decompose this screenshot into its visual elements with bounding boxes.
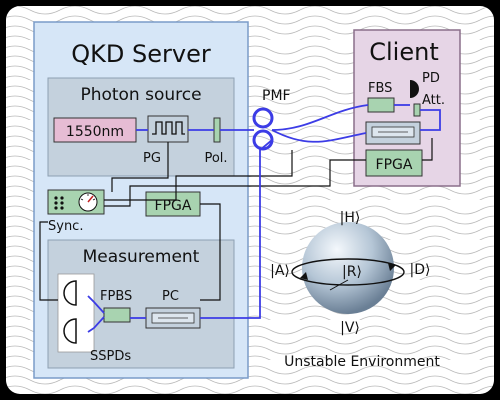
state-a-label: |A⟩ <box>270 263 290 279</box>
pulse-train-icon <box>152 121 185 135</box>
fiber-coil-icon <box>252 107 274 151</box>
electrical-wires <box>39 138 433 301</box>
pmf-label: PMF <box>262 88 291 104</box>
detector-icon <box>63 280 77 306</box>
client-title: Client <box>369 38 438 66</box>
photodiode-icon <box>410 80 419 98</box>
state-h-label: |H⟩ <box>340 210 361 226</box>
pd-label: PD <box>422 71 440 86</box>
laser-box <box>53 117 137 143</box>
fpbs-box <box>103 307 131 323</box>
measurement-title: Measurement <box>83 247 200 267</box>
attenuator-icon <box>413 103 421 117</box>
server-title: QKD Server <box>71 40 211 68</box>
att-label: Att. <box>422 93 445 108</box>
client-fpga-box <box>365 149 423 177</box>
fbs-label: FBS <box>368 81 392 96</box>
clock-dial-icon <box>78 192 98 212</box>
state-d-label: |D⟩ <box>410 262 431 278</box>
client-fpga-label: FPGA <box>376 157 413 173</box>
fpbs-label: FPBS <box>100 289 132 304</box>
state-v-label: |V⟩ <box>340 320 360 336</box>
detector-icon <box>63 318 77 344</box>
environment-caption: Unstable Environment <box>284 354 440 370</box>
pg-label: PG <box>143 151 161 166</box>
sync-dots-icon <box>54 196 64 210</box>
pc-label: PC <box>162 289 179 304</box>
state-r-label: |R⟩ <box>342 264 362 280</box>
pg-box <box>147 115 189 143</box>
sspds-label: SSPDs <box>90 349 131 364</box>
sync-label: Sync. <box>48 219 83 234</box>
fbs-box <box>367 97 395 113</box>
server-fpga-label: FPGA <box>155 198 192 214</box>
optical-fibers <box>87 104 441 333</box>
photon-source-title: Photon source <box>80 85 201 105</box>
pol-label: Pol. <box>204 151 227 166</box>
laser-label: 1550nm <box>66 124 124 140</box>
bloch-sphere-icon <box>291 222 405 314</box>
polarizer-icon <box>213 117 221 143</box>
